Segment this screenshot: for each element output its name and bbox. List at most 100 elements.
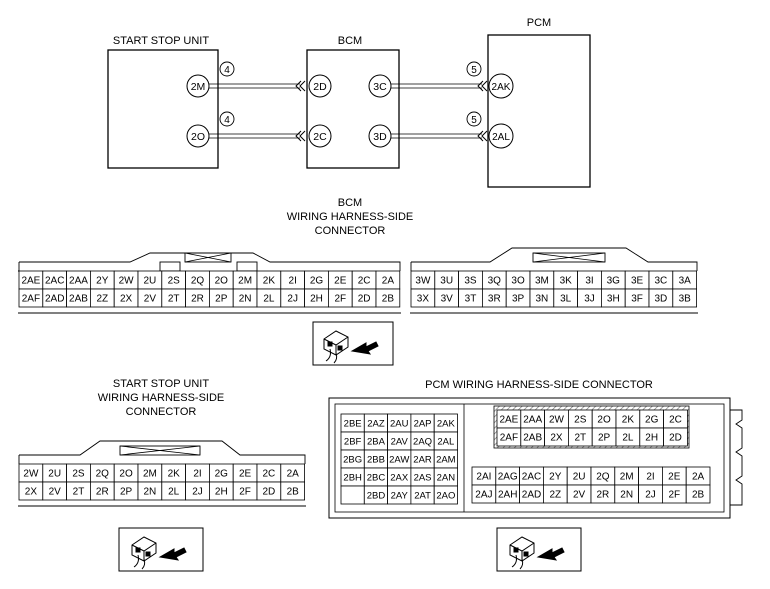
bcm-pin-circle [368,74,392,98]
pin-label: 2BH [343,472,362,483]
bcm-pin-label: 3D [373,131,387,143]
pin-label: 2I [193,469,201,480]
pin-label: 3C [655,276,668,287]
ssu-pin-label: 2O [191,131,205,143]
pin-label: 2AV [391,436,409,447]
bcm-pin-circle [308,124,332,148]
pin-label: 2S [168,276,181,287]
circuit-number-circle [466,61,482,77]
pin-label: 2AY [391,490,409,501]
pin-label: 2M [238,276,252,287]
pin-label: 3I [585,276,593,287]
ssu-pin-label: 2M [191,81,206,93]
pin-label: 2W [23,469,39,480]
pin-label: 3B [679,294,692,305]
connector-latch [159,261,181,272]
pin-cell [375,288,401,308]
pin-label: 3A [679,276,692,287]
pin-label: 2L [622,433,634,444]
bcm-pin-label: 2C [313,131,327,143]
connector-latch [236,261,258,272]
pin-label: 2BF [344,436,362,447]
pin-label: 2AA [69,276,88,287]
pin-label: 3V [441,294,454,305]
pin-label: 3Q [488,276,502,287]
pin-label: 2AK [437,418,456,429]
pin-cell [280,481,305,501]
pin-label: 2G [215,469,229,480]
pin-label: 2J [645,490,656,501]
pin-label: 2S [574,415,587,426]
pcm-connector-title: PCM WIRING HARNESS-SIDE CONNECTOR [425,379,653,391]
pin-label: 3J [584,294,595,305]
pin-label: 2G [645,415,659,426]
pin-cell [685,484,711,504]
pin-label: 3S [464,276,477,287]
pin-label: 2AL [437,436,454,447]
connector-chevron-icon [477,80,488,92]
pin-label: 2O [597,415,611,426]
circuit-number: 4 [224,115,230,126]
pin-label: 3F [631,294,643,305]
pin-label: 2S [72,469,85,480]
pin-label: 2L [263,294,275,305]
pin-label: 2AD [522,490,541,501]
pin-label: 2C [358,276,371,287]
pin-label: 2X [120,294,133,305]
ssu-pin-circle [186,124,210,148]
bcm-connector-title: BCM WIRING HARNESS-SIDE CONNECTOR [287,197,414,237]
pin-label: 3L [560,294,572,305]
ssu-connector-title-line: START STOP UNIT [113,378,209,390]
pin-cell [663,427,688,447]
pin-label: 2I [646,472,654,483]
pin-label: 2V [573,490,586,501]
pcm-pin-label: 2AL [492,132,510,143]
pin-label: 2AW [389,454,409,465]
circuit-number: 5 [471,65,477,76]
pin-label: 2AS [414,472,432,483]
pin-label: 2U [144,276,157,287]
pin-label: 2E [334,276,347,287]
circuit-number: 4 [224,65,230,76]
pin-label: 2K [168,469,181,480]
circuit-number: 5 [471,115,477,126]
connector-key-cross [532,252,606,263]
pin-label: 2AB [523,433,542,444]
pin-label: 2Z [96,294,108,305]
pin-label: 2A [382,276,395,287]
pin-label: 2X [25,487,38,498]
pin-label: 2M [143,469,157,480]
bcm-box [306,49,400,169]
start-stop-unit-box [107,49,219,169]
pin-cell [672,288,697,308]
circuit-number-circle [219,61,235,77]
circuit-numbers: 4 4 5 5 [219,61,482,127]
pin-label: 2M [620,472,634,483]
pin-label: 2T [574,433,586,444]
bcm-connector-title-line: BCM [338,197,362,209]
pin-label: 2AH [498,490,517,501]
pin-label: 2AP [414,418,432,429]
pin-label: 2BB [367,454,385,465]
pin-label: 2AM [436,454,456,465]
pin-label: 2AO [436,490,455,501]
pin-label: 2AZ [367,418,385,429]
ssu-pin-circle [186,74,210,98]
pin-label: 2F [239,487,251,498]
connector-key [119,445,201,456]
pin-label: 3T [465,294,477,305]
pin-label: 2C [263,469,276,480]
pin-label: 2T [168,294,180,305]
pin-label: 2B [692,490,705,501]
bcm-pin-circle [368,124,392,148]
pin-label: 2K [263,276,276,287]
connector-key [184,252,232,263]
pin-label: 2R [191,294,204,305]
pin-label: 2AT [414,490,431,501]
connector-outline [410,247,698,271]
pin-label: 2Y [549,472,562,483]
pin-label: 2AU [390,418,409,429]
